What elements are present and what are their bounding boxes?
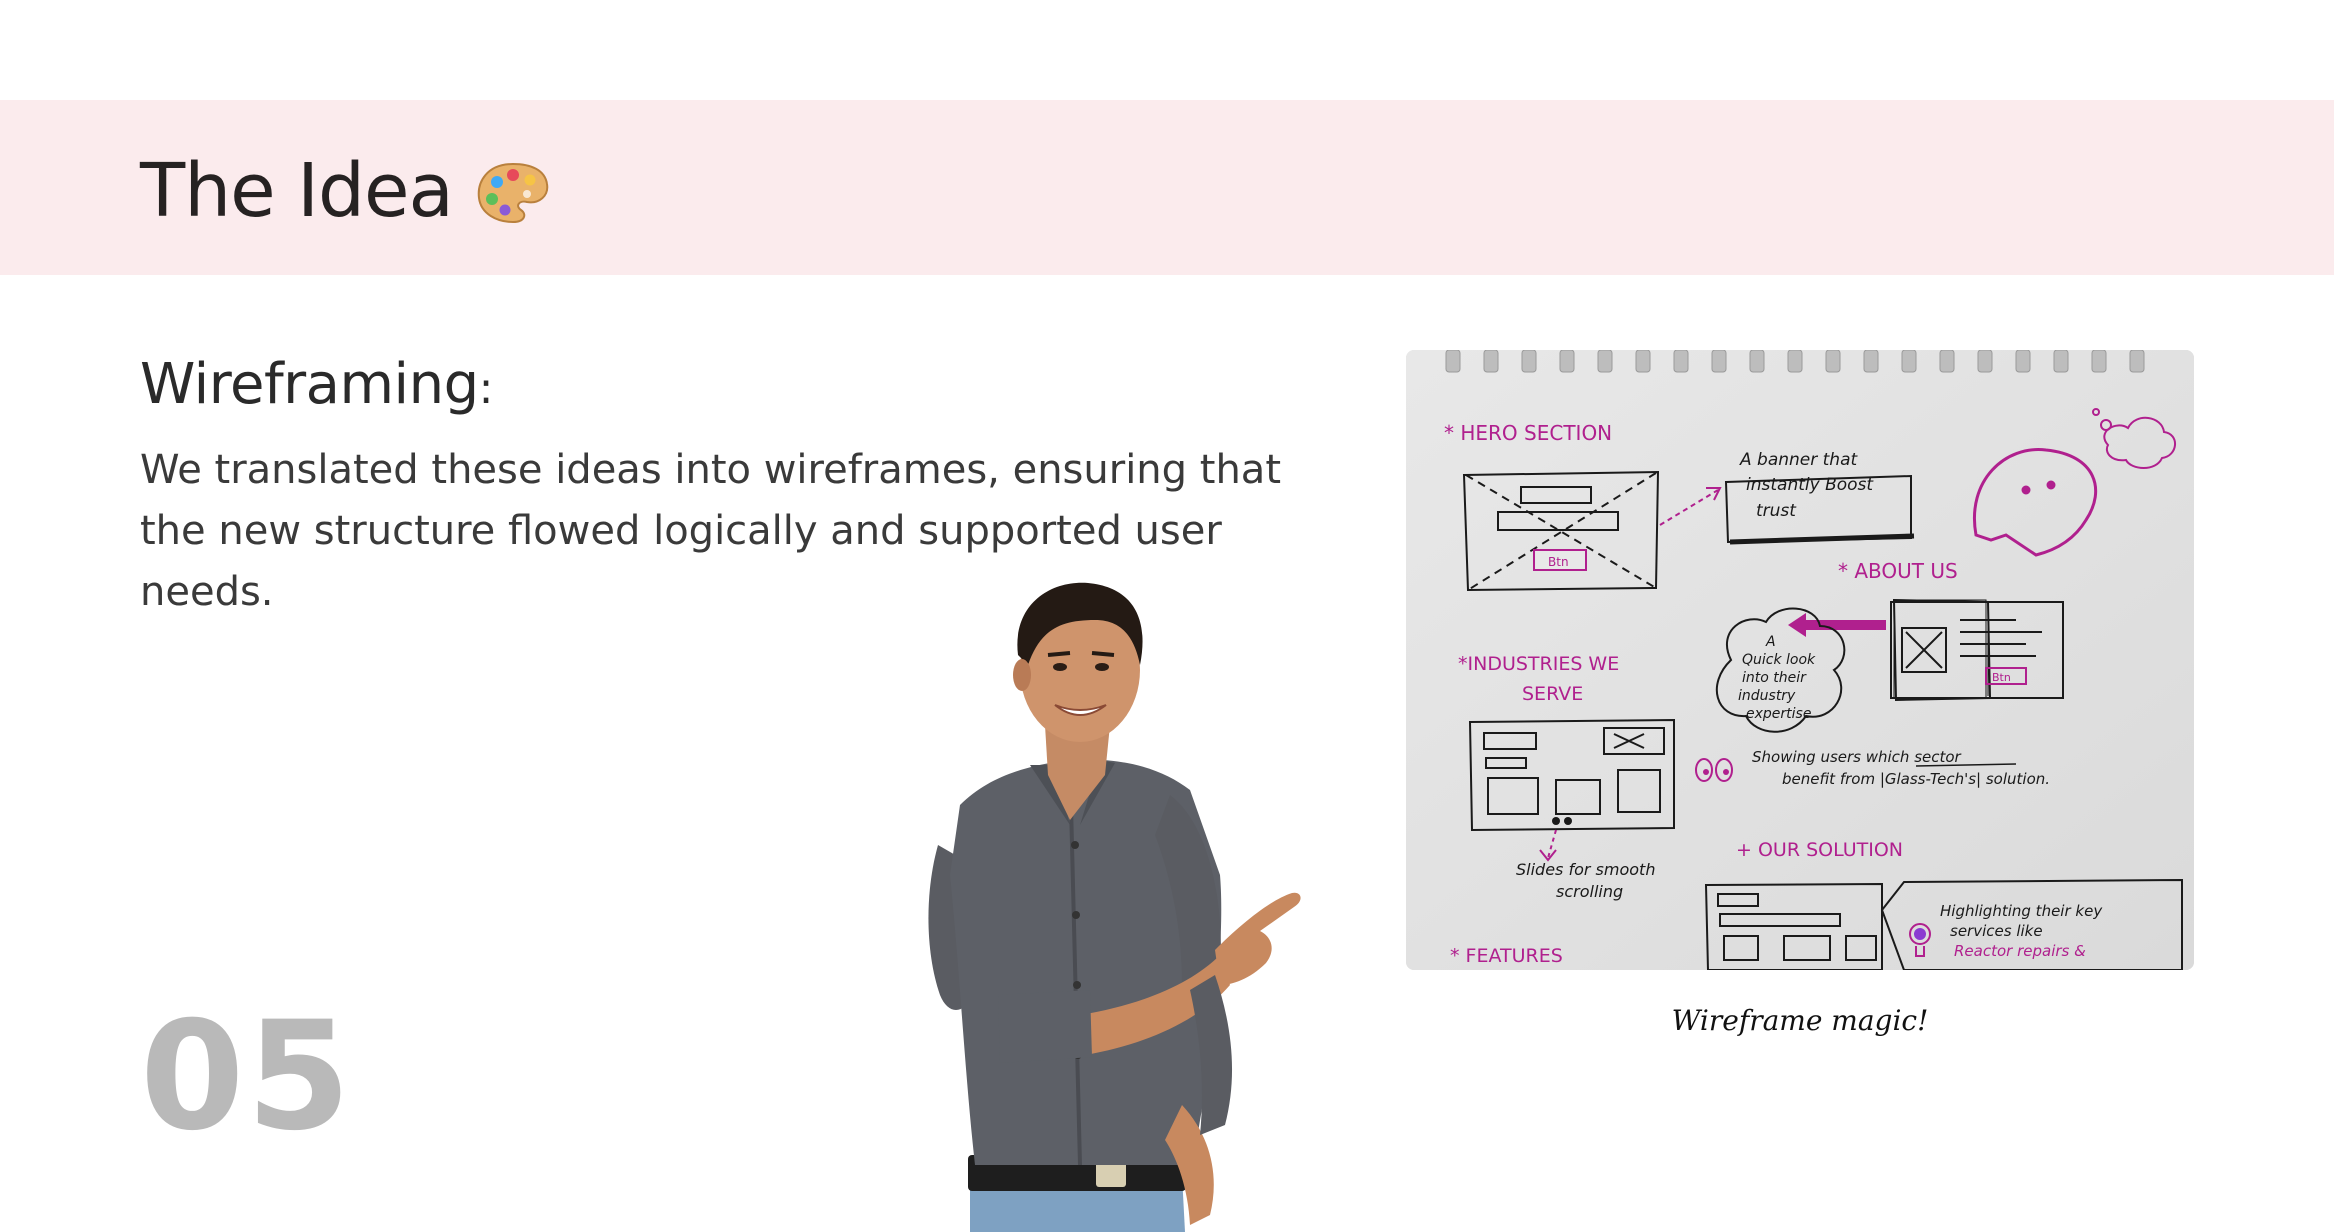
person-illustration bbox=[920, 575, 1370, 1232]
sketch-hero-label: * HERO SECTION bbox=[1444, 421, 1612, 445]
sketch-quick-3: into their bbox=[1742, 670, 1807, 686]
sketch-showing-2: benefit from |Glass-Tech's| solution. bbox=[1782, 770, 2050, 788]
image-caption: Wireframe magic! bbox=[1671, 1004, 1929, 1037]
sketch-btn1: Btn bbox=[1548, 555, 1569, 569]
page-title: The Idea bbox=[140, 148, 551, 234]
sketch-features-label: * FEATURES bbox=[1450, 945, 1563, 967]
section-body: We translated these ideas into wireframe… bbox=[140, 447, 1281, 615]
sketch-quick-2: Quick look bbox=[1742, 652, 1816, 668]
wireframe-sketch-image: * HERO SECTION Btn A banner that instant… bbox=[1406, 350, 2194, 970]
sketch-btn2: Btn bbox=[1992, 671, 2011, 684]
slide-number: 05 bbox=[140, 990, 353, 1164]
sketch-highlight-1: Highlighting their key bbox=[1940, 902, 2103, 920]
sketch-banner-1: A banner that bbox=[1739, 450, 1859, 470]
sketch-banner-2: instantly Boost bbox=[1746, 475, 1874, 495]
sketch-quick-1: A bbox=[1765, 634, 1776, 650]
artist-palette-icon bbox=[475, 158, 551, 224]
sketch-slides-1: Slides for smooth bbox=[1516, 860, 1655, 879]
sketch-industries-2: SERVE bbox=[1522, 683, 1583, 705]
sketch-banner-3: trust bbox=[1756, 501, 1797, 521]
sketch-highlight-2: services like bbox=[1950, 922, 2043, 940]
sketch-showing-1: Showing users which sector bbox=[1752, 748, 1962, 766]
sketch-quick-4: industry bbox=[1738, 688, 1796, 704]
section-heading-text: Wireframing bbox=[140, 352, 479, 417]
section-heading-colon: : bbox=[478, 363, 494, 414]
page-title-text: The Idea bbox=[140, 148, 454, 234]
sketch-about-label: * ABOUT US bbox=[1838, 559, 1958, 583]
title-banner: The Idea bbox=[0, 100, 2334, 275]
sketch-industries-1: *INDUSTRIES WE bbox=[1458, 653, 1619, 675]
sketch-highlight-3: Reactor repairs & bbox=[1954, 942, 2086, 960]
section-heading: Wireframing: bbox=[140, 352, 493, 417]
sketch-solution-label: + OUR SOLUTION bbox=[1736, 839, 1903, 861]
sketch-quick-5: expertise bbox=[1746, 706, 1811, 722]
sketch-slides-2: scrolling bbox=[1556, 882, 1623, 901]
